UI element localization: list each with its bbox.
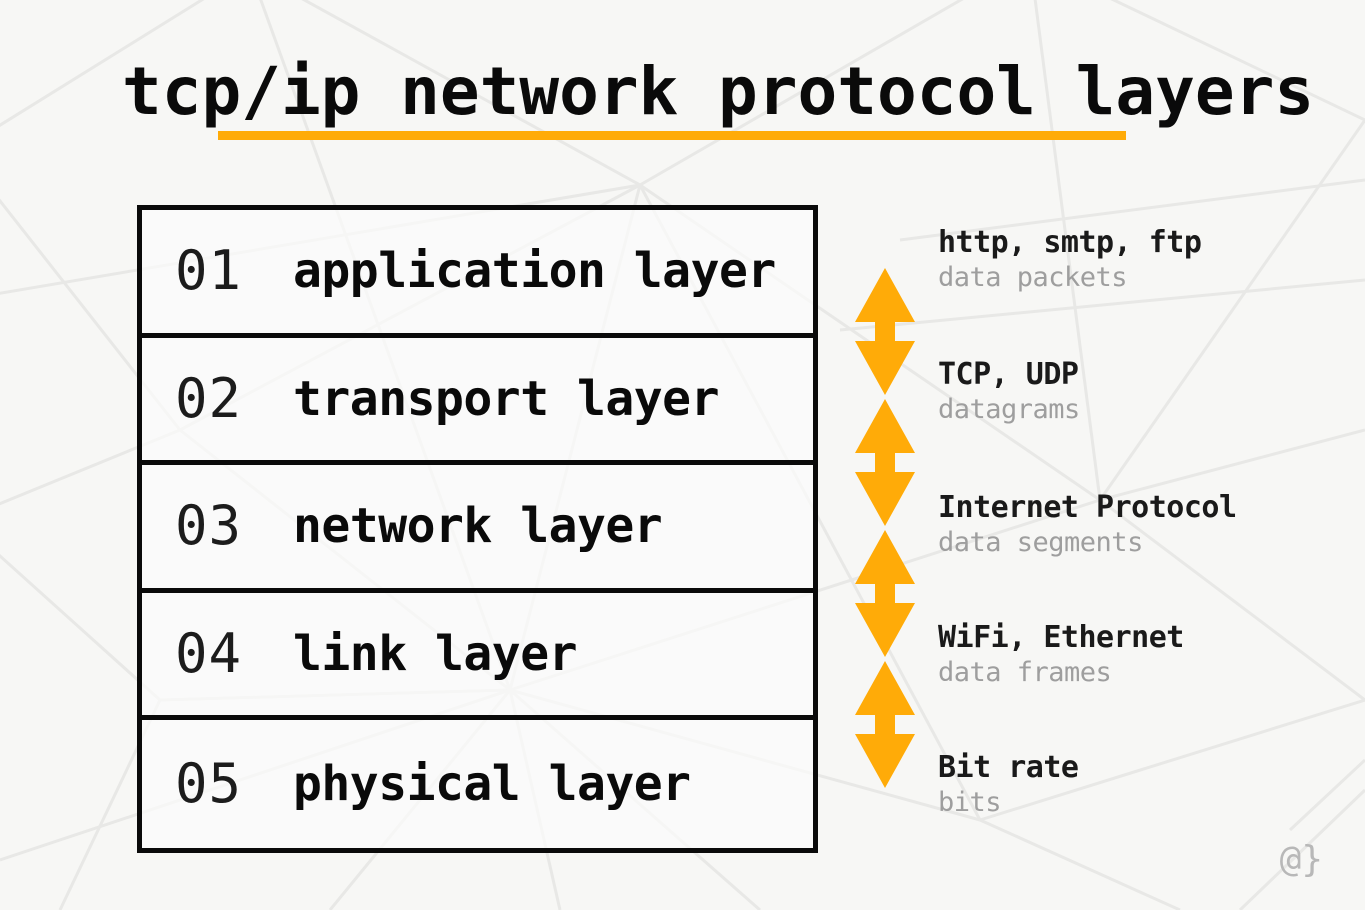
protocol-layer-table: 01 application layer 02 transport layer …	[137, 205, 818, 853]
bidirectional-arrow-column	[853, 266, 917, 791]
page-title: tcp/ip network protocol layers	[122, 53, 1315, 130]
title-block: tcp/ip network protocol layers	[122, 52, 1315, 147]
layer-name: transport layer	[293, 370, 719, 427]
table-row[interactable]: 05 physical layer	[142, 720, 813, 848]
annotation-item: WiFi, Ethernet data frames	[938, 620, 1338, 690]
layer-number: 03	[175, 494, 243, 558]
annotation-item: Internet Protocol data segments	[938, 490, 1338, 560]
layer-number: 01	[175, 239, 243, 303]
annotation-secondary: bits	[938, 787, 1002, 818]
layer-number: 05	[175, 752, 243, 816]
annotation-item: http, smtp, ftp data packets	[938, 225, 1338, 295]
table-row[interactable]: 04 link layer	[142, 592, 813, 721]
annotation-item: Bit rate bits	[938, 750, 1338, 820]
annotation-secondary: data frames	[938, 657, 1112, 688]
annotation-secondary: datagrams	[938, 394, 1080, 425]
double-arrow-vertical-icon	[855, 268, 915, 788]
layer-name: network layer	[293, 498, 663, 555]
layer-name: physical layer	[293, 756, 691, 813]
annotation-primary: TCP, UDP	[938, 357, 1079, 392]
annotation-primary: WiFi, Ethernet	[938, 620, 1184, 655]
annotation-secondary: data packets	[938, 262, 1128, 293]
annotation-primary: Bit rate	[938, 750, 1079, 785]
table-row[interactable]: 03 network layer	[142, 465, 813, 593]
annotation-secondary: data segments	[938, 527, 1143, 558]
annotation-list: http, smtp, ftp data packets TCP, UDP da…	[938, 225, 1338, 845]
table-row[interactable]: 01 application layer	[142, 210, 813, 338]
annotation-primary: http, smtp, ftp	[938, 225, 1202, 260]
brand-logo: @}	[1279, 839, 1323, 880]
table-row[interactable]: 02 transport layer	[142, 337, 813, 466]
layer-name: application layer	[293, 243, 776, 300]
layer-number: 02	[175, 366, 243, 430]
layer-number: 04	[175, 622, 243, 686]
annotation-primary: Internet Protocol	[938, 490, 1237, 525]
layer-name: link layer	[293, 626, 577, 683]
title-underline-bar	[218, 131, 1126, 140]
annotation-item: TCP, UDP datagrams	[938, 357, 1338, 427]
